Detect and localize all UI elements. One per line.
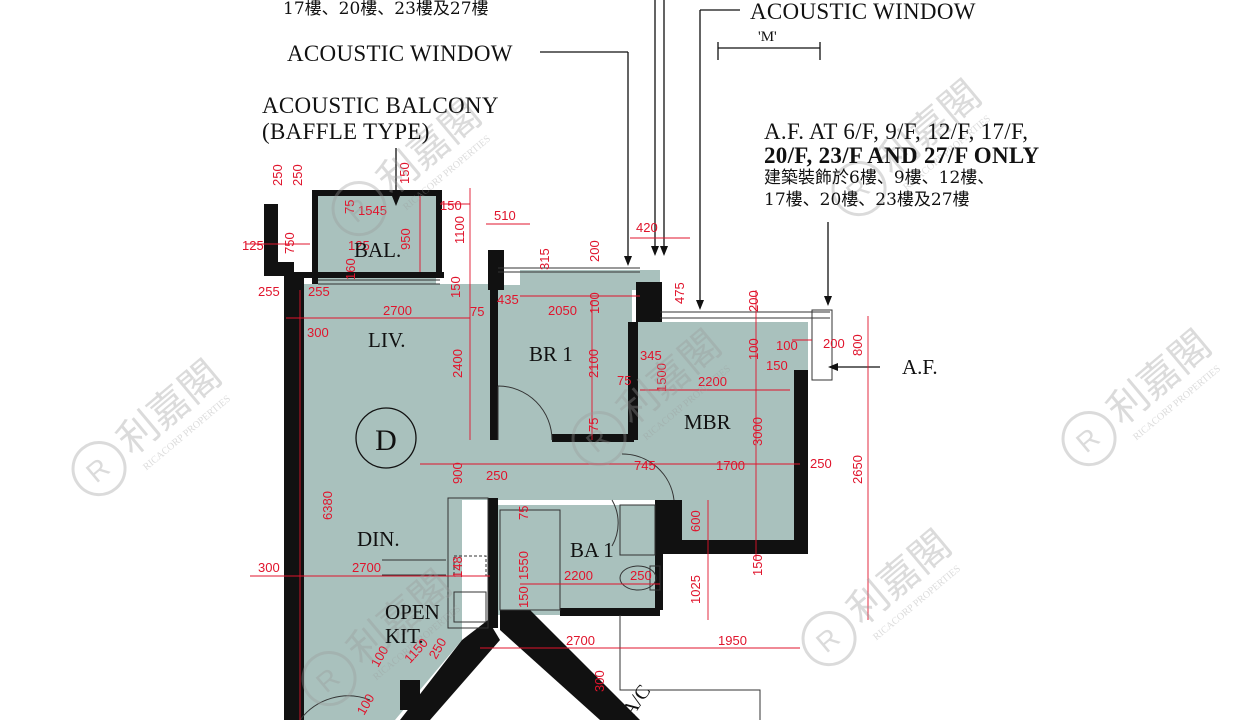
top-floors-note: 17樓、20樓、23樓及27樓	[283, 0, 489, 19]
dim-2650: 2650	[850, 455, 865, 484]
dim-2050: 2050	[548, 303, 577, 318]
af-note-cn2: 17樓、20樓、23樓及27樓	[764, 190, 970, 210]
af-note-line1: A.F. AT 6/F, 9/F, 12/F, 17/F,	[764, 119, 1029, 144]
dim-1700: 1700	[716, 458, 745, 473]
room-kitchen: KIT.	[385, 624, 424, 648]
dim-100c: 100	[776, 338, 798, 353]
dim-125b: 125	[348, 238, 370, 253]
dim-200c: 200	[823, 336, 845, 351]
dim-1950: 1950	[718, 633, 747, 648]
m-label: 'M'	[758, 29, 777, 45]
dim-150b: 150	[440, 198, 462, 213]
floor-area	[300, 196, 808, 720]
dim-200a: 200	[587, 240, 602, 262]
dim-300c: 300	[592, 670, 607, 692]
dim-100b: 100	[746, 338, 761, 360]
leader-lines	[395, 0, 880, 368]
dim-2200a: 2200	[698, 374, 727, 389]
dim-1545: 1545	[358, 203, 387, 218]
unit-marker-label: D	[375, 424, 397, 457]
dim-160: 160	[343, 258, 358, 280]
acoustic-balcony-label: ACOUSTIC BALCONY	[262, 93, 499, 118]
dim-435: 435	[497, 292, 519, 307]
dim-3000: 3000	[750, 417, 765, 446]
dim-100a: 100	[587, 292, 602, 314]
dim-250c: 250	[810, 456, 832, 471]
dim-250a: 250	[270, 164, 285, 186]
dim-510: 510	[494, 208, 516, 223]
af-note-line2: 20/F, 23/F AND 27/F ONLY	[764, 143, 1040, 168]
dim-75b: 75	[470, 304, 484, 319]
dim-300b: 300	[258, 560, 280, 575]
dimension-labels: 250 250 150 75 1545 150 1100 950 125 750…	[242, 162, 865, 717]
dim-75e: 75	[516, 506, 531, 520]
dim-148: 148	[450, 556, 465, 578]
walls	[264, 190, 808, 720]
dim-125a: 125	[242, 238, 264, 253]
dim-2100: 2100	[586, 349, 601, 378]
dim-1100: 1100	[452, 216, 467, 244]
dim-900: 900	[450, 462, 465, 484]
dim-250d: 250	[486, 468, 508, 483]
dim-150e: 150	[750, 554, 765, 576]
dim-250b: 250	[290, 164, 305, 186]
dim-745: 745	[634, 458, 656, 473]
dim-950: 950	[398, 228, 413, 250]
dim-255a: 255	[258, 284, 280, 299]
acoustic-window-right-label: ACOUSTIC WINDOW	[750, 0, 976, 24]
dimension-lines	[246, 188, 869, 720]
dim-475: 475	[672, 282, 687, 304]
dim-2200b: 2200	[564, 568, 593, 583]
dim-345: 345	[640, 348, 662, 363]
dim-1025: 1025	[688, 575, 703, 604]
dim-2700c: 2700	[566, 633, 595, 648]
dim-300a: 300	[307, 325, 329, 340]
room-bath-1: BA 1	[570, 538, 614, 562]
arrow-heads	[392, 196, 838, 371]
baffle-type-label: (BAFFLE TYPE)	[262, 119, 430, 144]
dim-255b: 255	[308, 284, 330, 299]
unit-marker-circle	[355, 407, 417, 469]
room-balcony: BAL.	[354, 238, 402, 262]
dim-1550: 1550	[516, 551, 531, 580]
room-open: OPEN	[385, 600, 440, 624]
af-note-cn1: 建築裝飾於6樓、9樓、12樓、	[764, 168, 995, 188]
dim-200b: 200	[746, 290, 761, 312]
dim-420: 420	[636, 220, 658, 235]
dim-150f: 150	[516, 586, 531, 608]
dim-1500: 1500	[654, 363, 669, 392]
dim-2400: 2400	[450, 349, 465, 378]
dim-75a: 75	[342, 200, 357, 214]
dim-2700b: 2700	[352, 560, 381, 575]
acoustic-window-left-label: ACOUSTIC WINDOW	[287, 41, 513, 66]
dim-315: 315	[537, 248, 552, 270]
room-dining: DIN.	[357, 527, 400, 551]
dim-150a: 150	[397, 162, 412, 184]
dim-150d: 150	[766, 358, 788, 373]
room-master-bedroom: MBR	[684, 410, 731, 434]
room-living: LIV.	[368, 328, 406, 352]
dim-250e: 250	[630, 568, 652, 583]
room-bedroom-1: BR 1	[529, 342, 573, 366]
dim-75c: 75	[617, 373, 631, 388]
af-side-label: A.F.	[902, 355, 938, 379]
dim-2700a: 2700	[383, 303, 412, 318]
dim-6380: 6380	[320, 491, 335, 520]
dim-800: 800	[850, 334, 865, 356]
dim-75d: 75	[586, 418, 601, 432]
dim-150c: 150	[448, 276, 463, 298]
dim-600: 600	[688, 510, 703, 532]
dim-750: 750	[282, 232, 297, 254]
